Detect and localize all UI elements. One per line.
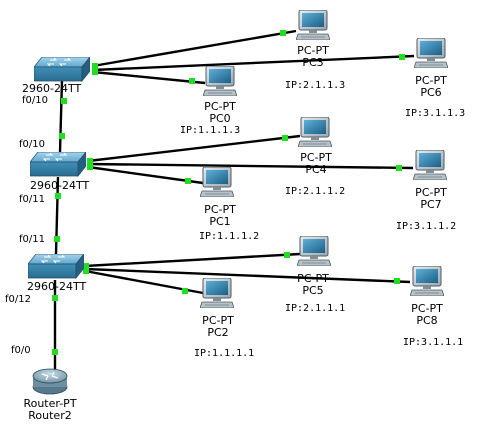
ethernet-link[interactable]: [84, 267, 411, 284]
link-light: [52, 295, 58, 301]
switch-icon[interactable]: [28, 254, 84, 279]
pc-name-label: PC8: [416, 314, 438, 327]
pc-icon[interactable]: [203, 66, 237, 96]
link-light: [189, 78, 195, 84]
pc-icon[interactable]: [298, 117, 332, 147]
pc-icon[interactable]: [200, 278, 234, 308]
pc-type-label: PC-PT: [415, 74, 447, 87]
pc-type-label: PC-PT: [415, 186, 447, 199]
pc-icon[interactable]: [414, 38, 448, 68]
link-light: [280, 30, 286, 36]
ethernet-link[interactable]: [58, 79, 64, 153]
link-light: [282, 135, 288, 141]
pc-name-label: PC4: [305, 163, 327, 176]
switch-label: 2960-24TT: [22, 82, 82, 95]
link-light: [182, 288, 188, 294]
ethernet-link[interactable]: [87, 162, 414, 170]
pc-ip-label: IP:2.1.1.3: [285, 80, 346, 91]
port-label: f0/11: [19, 194, 45, 205]
switch-icon[interactable]: [34, 57, 90, 82]
pc-ip-label: IP:1.1.1.3: [180, 125, 241, 136]
link-light: [394, 278, 400, 284]
link-light: [399, 54, 405, 60]
link-light: [185, 178, 191, 184]
pc-type-label: PC-PT: [411, 302, 443, 315]
pc-icon[interactable]: [296, 10, 330, 40]
link-light: [55, 193, 61, 199]
pc-ip-label: IP:3.1.1.1: [403, 337, 464, 348]
port-label: f0/10: [22, 95, 48, 106]
pc-type-label: PC-PT: [204, 203, 236, 216]
ethernet-link[interactable]: [92, 29, 297, 68]
ethernet-link[interactable]: [92, 54, 415, 72]
switch-label: 2960-24TT: [27, 280, 87, 293]
pc-ip-label: IP:3.1.1.2: [396, 221, 457, 232]
router-name-label: Router2: [28, 409, 72, 422]
ethernet-link[interactable]: [87, 134, 301, 163]
pc-ip-label: IP:1.1.1.1: [194, 348, 255, 359]
pc-ip-label: IP:2.1.1.2: [285, 186, 346, 197]
port-label: f0/0: [11, 345, 31, 356]
link-light: [396, 165, 402, 171]
pc-icon[interactable]: [297, 236, 331, 266]
link-light: [83, 268, 89, 274]
link-light: [92, 63, 98, 69]
link-light: [87, 164, 93, 170]
pc-ip-label: IP:2.1.1.1: [285, 303, 346, 314]
link-light: [284, 252, 290, 258]
link-light-layer: [52, 30, 405, 355]
switch-icon[interactable]: [30, 152, 86, 177]
pc-name-label: PC2: [207, 326, 229, 339]
device-layer: [28, 10, 448, 395]
router-type-label: Router-PT: [23, 397, 77, 410]
pc-type-label: PC-PT: [204, 100, 236, 113]
pc-name-label: PC5: [302, 284, 324, 297]
pc-name-label: PC6: [420, 86, 442, 99]
link-light: [61, 98, 67, 104]
ethernet-link[interactable]: [92, 70, 206, 85]
port-label: f0/11: [19, 234, 45, 245]
pc-name-label: PC3: [302, 56, 324, 69]
link-light: [92, 69, 98, 75]
pc-type-label: PC-PT: [297, 44, 329, 57]
port-label: f0/12: [5, 294, 31, 305]
pc-type-label: PC-PT: [300, 151, 332, 164]
pc-type-label: PC-PT: [202, 314, 234, 327]
pc-ip-label: IP:1.1.1.2: [199, 231, 260, 242]
pc-ip-label: IP:3.1.1.3: [405, 108, 466, 119]
pc-icon[interactable]: [200, 167, 234, 197]
ethernet-link[interactable]: [87, 165, 204, 185]
port-label: f0/10: [19, 139, 45, 150]
ethernet-link[interactable]: [84, 252, 301, 268]
link-light: [54, 236, 60, 242]
pc-name-label: PC7: [420, 198, 442, 211]
link-light: [59, 133, 65, 139]
pc-icon[interactable]: [410, 266, 444, 296]
pc-name-label: PC0: [209, 112, 231, 125]
pc-name-label: PC1: [209, 215, 231, 228]
link-light: [52, 349, 58, 355]
switch-label: 2960-24TT: [30, 179, 90, 192]
router-icon[interactable]: [32, 368, 68, 395]
pc-icon[interactable]: [413, 150, 447, 180]
pc-type-label: PC-PT: [297, 272, 329, 285]
